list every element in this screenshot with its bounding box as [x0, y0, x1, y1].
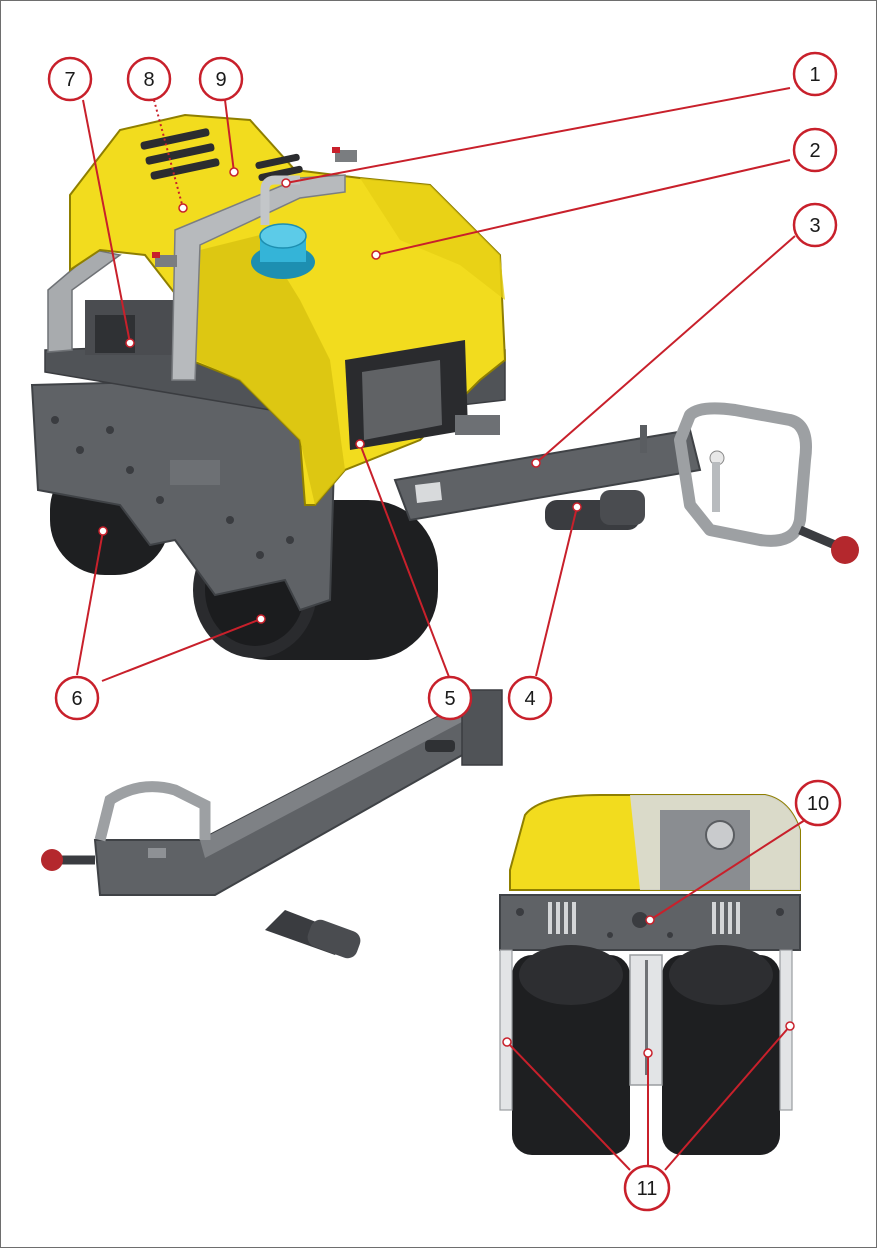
callout-3-label: 3 — [809, 215, 820, 237]
callout-6-label: 6 — [71, 688, 82, 710]
callout-4: 4 — [507, 675, 553, 721]
tank-cap-icon — [251, 223, 315, 279]
callout-8-label: 8 — [143, 69, 154, 91]
callout-2-label: 2 — [809, 140, 820, 162]
rear-guide-handle-icon — [41, 689, 503, 896]
front-view — [30, 113, 859, 660]
callout-9: 9 — [198, 56, 244, 102]
leader-lines — [76, 87, 806, 1171]
callout-6: 6 — [54, 675, 100, 721]
callout-1-label: 1 — [809, 64, 820, 86]
callout-4-label: 4 — [524, 688, 535, 710]
guide-handle-icon — [393, 402, 859, 564]
callout-1: 1 — [792, 51, 838, 97]
callout-7-label: 7 — [64, 69, 75, 91]
rear-view — [41, 689, 801, 1155]
callout-5-label: 5 — [444, 688, 455, 710]
callout-11-label: 11 — [637, 1178, 658, 1200]
callout-10: 10 — [794, 779, 842, 827]
rear-drum-right-icon — [662, 945, 780, 1155]
grille-icon — [345, 340, 468, 450]
callout-5: 5 — [427, 675, 473, 721]
callout-2: 2 — [792, 127, 838, 173]
callout-8: 8 — [126, 56, 172, 102]
rear-drum-left-icon — [512, 945, 630, 1155]
callout-3: 3 — [792, 202, 838, 248]
exciter-cylinder-icon — [545, 490, 645, 530]
callout-9-label: 9 — [215, 69, 226, 91]
callout-10-label: 10 — [807, 793, 829, 815]
callout-11: 11 — [623, 1164, 671, 1212]
callout-7: 7 — [47, 56, 93, 102]
leader-dots — [98, 167, 795, 1058]
rear-cylinder-icon — [265, 910, 361, 959]
